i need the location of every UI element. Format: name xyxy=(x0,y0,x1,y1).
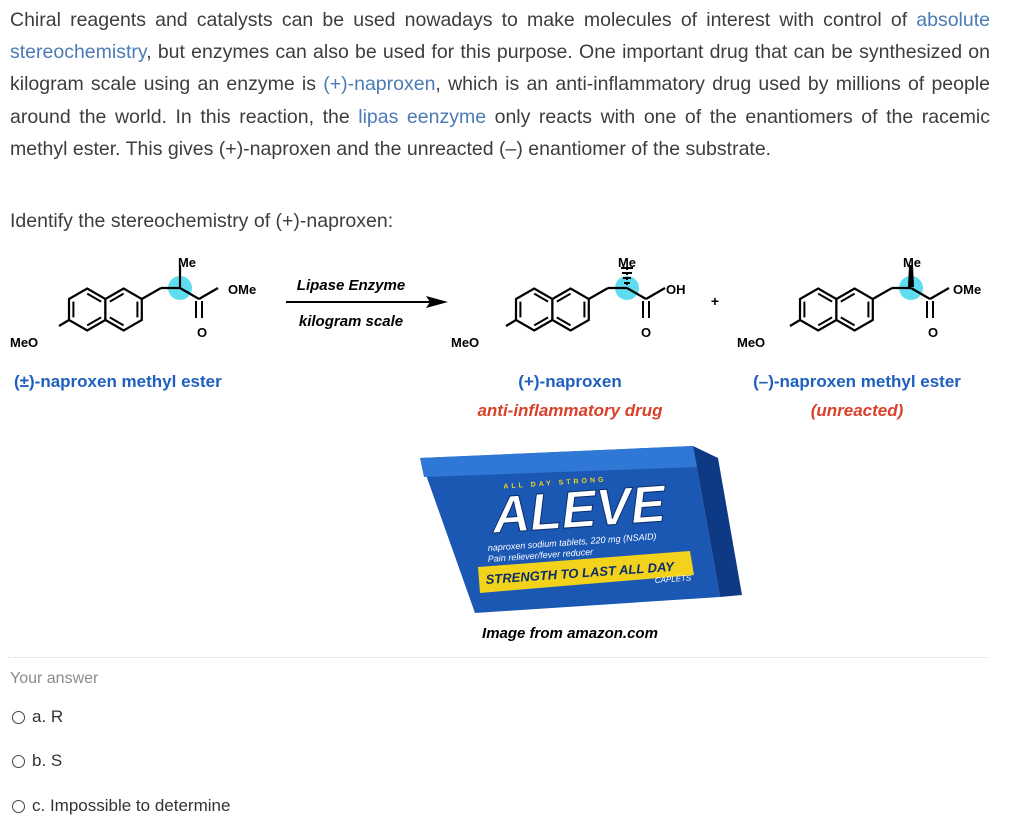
radio-button-icon[interactable] xyxy=(12,754,25,768)
link-lipase-enzyme[interactable]: lipas eenzyme xyxy=(358,105,487,128)
question-text-part: , which is an anti-inflammatory drug use… xyxy=(10,73,990,128)
product-sub: anti-inflammatory drug xyxy=(477,401,663,420)
option-label: a. R xyxy=(32,707,64,726)
racemic-ester-structure xyxy=(57,265,220,332)
arrow-head xyxy=(426,296,448,308)
option-a[interactable]: a. R xyxy=(12,707,63,727)
box-brand: ALEVE xyxy=(488,475,668,545)
atom-ome: OMe xyxy=(228,282,256,297)
reaction-scheme: Me OMe O MeO Lipase Enzyme kilogram scal… xyxy=(10,255,981,642)
plus-sign: + xyxy=(711,293,719,309)
aleve-box-image: ALL DAY STRONG ALEVE naproxen sodium tab… xyxy=(420,446,742,613)
atom-o: O xyxy=(197,325,207,340)
question-text-part: , but enzymes can also be used for this … xyxy=(10,41,990,96)
image-caption: Image from amazon.com xyxy=(482,625,658,642)
question-text-part: only reacts with one of the enantiomers … xyxy=(10,105,990,160)
product-label: (+)-naproxen xyxy=(518,372,621,391)
identify-prompt: Identify the stereochemistry of (+)-napr… xyxy=(10,210,394,232)
atom-meo: MeO xyxy=(451,335,479,350)
box-form: CAPLETS xyxy=(655,573,693,585)
link-absolute-stereochemistry[interactable]: absolute stereochemistry xyxy=(10,9,990,64)
your-answer-label: Your answer xyxy=(10,670,99,687)
question-text-part: Chiral reagents and catalysts can be use… xyxy=(10,9,917,31)
option-b[interactable]: b. S xyxy=(12,751,62,771)
racemic-label: (±)-naproxen methyl ester xyxy=(14,372,222,391)
radio-button-icon[interactable] xyxy=(12,799,25,813)
atom-o: O xyxy=(928,325,938,340)
unreacted-ester-structure xyxy=(788,265,951,332)
radio-button-icon[interactable] xyxy=(12,710,25,724)
option-label: b. S xyxy=(32,751,63,770)
enzyme-label: Lipase Enzyme xyxy=(297,277,405,294)
option-label: c. Impossible to determine xyxy=(32,796,231,815)
naproxen-structure xyxy=(504,265,667,332)
unreacted-label: (–)-naproxen methyl ester xyxy=(753,372,961,391)
atom-meo: MeO xyxy=(737,335,765,350)
link-naproxen[interactable]: (+)-naproxen xyxy=(323,73,436,96)
unreacted-sub: (unreacted) xyxy=(811,401,904,420)
atom-oh: OH xyxy=(666,282,686,297)
atom-ome: OMe xyxy=(953,282,981,297)
option-c[interactable]: c. Impossible to determine xyxy=(12,796,230,816)
atom-meo: MeO xyxy=(10,335,38,350)
atom-me: Me xyxy=(178,255,196,270)
question-text: Chiral reagents and catalysts can be use… xyxy=(10,4,990,165)
divider xyxy=(8,657,988,658)
scale-label: kilogram scale xyxy=(299,313,403,330)
atom-me: Me xyxy=(903,255,921,270)
atom-o: O xyxy=(641,325,651,340)
atom-me: Me xyxy=(618,255,636,270)
